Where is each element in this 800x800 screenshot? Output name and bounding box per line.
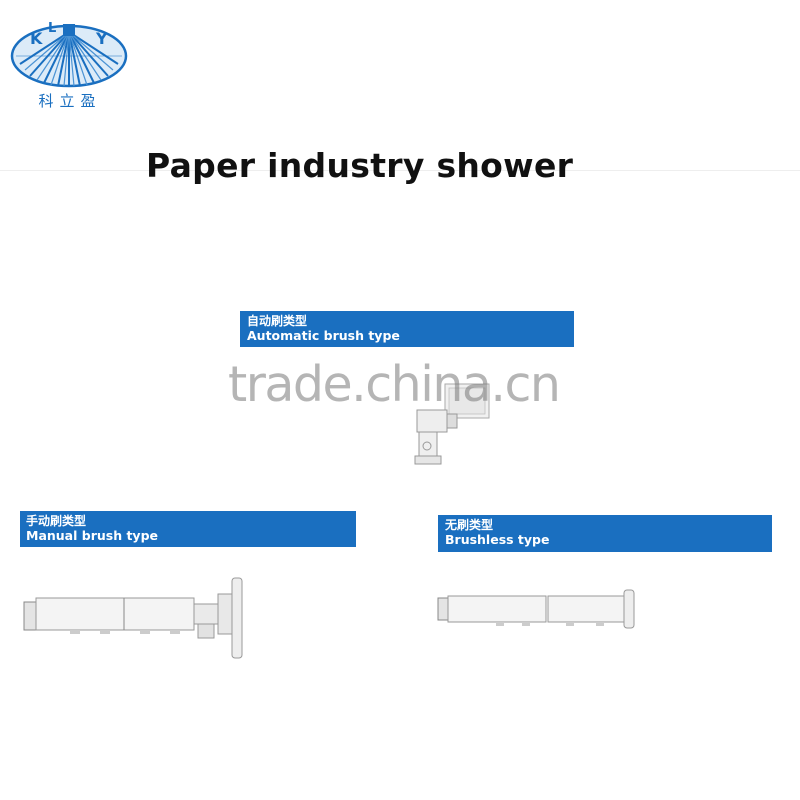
automatic-label-en: Automatic brush type [247,328,400,343]
logo-letter-l: L [48,21,56,36]
kly-logo: K L Y [10,21,128,88]
header-divider [0,170,800,171]
automatic-label-cn: 自动刷类型 [247,314,308,328]
brushless-shower-drawing [437,589,635,629]
page-title: Paper industry shower [146,146,574,185]
automatic-brush-type-banner: 自动刷类型 Automatic brush type [240,311,574,347]
automatic-brush-shower-drawing [414,383,490,465]
brushless-label-en: Brushless type [445,532,550,547]
manual-brush-shower-drawing [23,577,243,659]
watermark: trade.china.cn [228,356,561,413]
logo-letter-k: K [30,29,43,48]
manual-brush-type-banner: 手动刷类型 Manual brush type [20,511,356,547]
logo-chinese-name: 科立盈 [38,92,102,110]
spray-nozzle-icon [10,24,128,88]
manual-label-en: Manual brush type [26,528,158,543]
manual-label-cn: 手动刷类型 [26,514,87,528]
logo-letter-y: Y [95,29,108,48]
brushless-label-cn: 无刷类型 [445,518,494,532]
brushless-type-banner: 无刷类型 Brushless type [438,515,772,552]
